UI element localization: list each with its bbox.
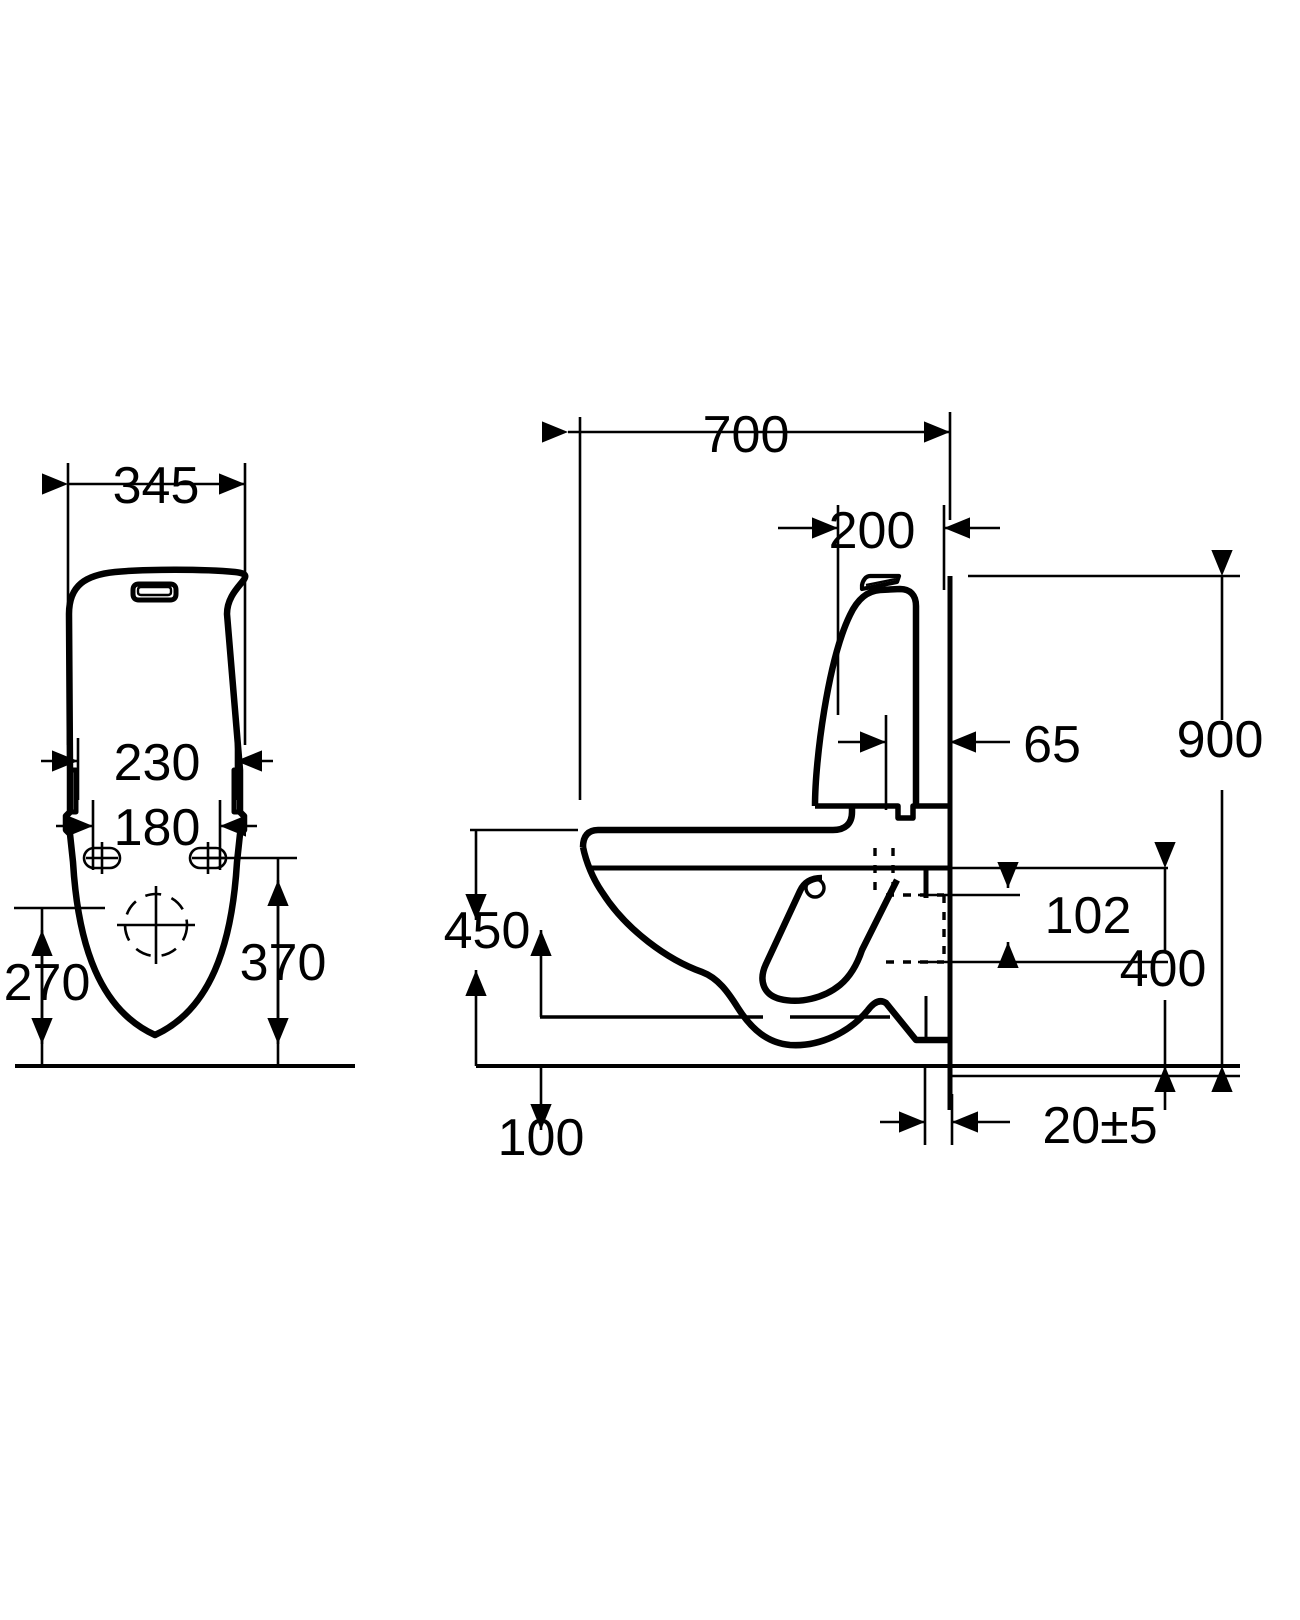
outlet-centre-mark — [117, 886, 195, 964]
dim-200 — [778, 505, 1000, 715]
dim-label-450: 450 — [444, 902, 531, 960]
cistern-base-shelf — [815, 803, 950, 821]
dim-20pm5 — [880, 1066, 1240, 1145]
top-view-group: 345 230 180 — [4, 457, 355, 1068]
dim-label-200: 200 — [829, 502, 916, 560]
dim-345 — [42, 463, 247, 745]
cistern-flush-button — [859, 573, 902, 592]
dim-700 — [542, 412, 952, 800]
fixing-hole-left — [82, 842, 122, 874]
dim-label-370: 370 — [240, 934, 327, 992]
dim-label-230: 230 — [114, 734, 201, 792]
bowl-body-outline — [579, 846, 950, 1049]
dim-label-900: 900 — [1177, 711, 1264, 769]
dim-label-400: 400 — [1120, 940, 1207, 998]
lid-handle-icon — [130, 581, 179, 603]
dim-label-100: 100 — [498, 1109, 585, 1167]
dim-270 — [14, 906, 105, 1066]
dim-900 — [968, 550, 1240, 1092]
dim-label-270: 270 — [4, 954, 91, 1012]
dim-102 — [918, 862, 1168, 968]
bowl-trap-outline — [759, 874, 900, 1004]
dim-label-65: 65 — [1023, 716, 1081, 774]
cistern-outline — [811, 585, 920, 807]
side-view-group: 700 200 65 — [444, 406, 1264, 1167]
dim-label-20pm5: 20±5 — [1042, 1097, 1157, 1155]
bowl-rim-outline — [579, 806, 856, 848]
trap-port-circle — [804, 877, 826, 899]
dim-label-345: 345 — [113, 457, 200, 515]
dim-label-102: 102 — [1045, 887, 1132, 945]
dim-65 — [838, 715, 1010, 810]
dim-230 — [41, 738, 273, 800]
dim-label-180: 180 — [114, 799, 201, 857]
outlet-hidden-lines — [873, 848, 946, 964]
dim-450 — [465, 828, 578, 1066]
dim-370 — [209, 856, 297, 1066]
dim-label-700: 700 — [703, 406, 790, 464]
